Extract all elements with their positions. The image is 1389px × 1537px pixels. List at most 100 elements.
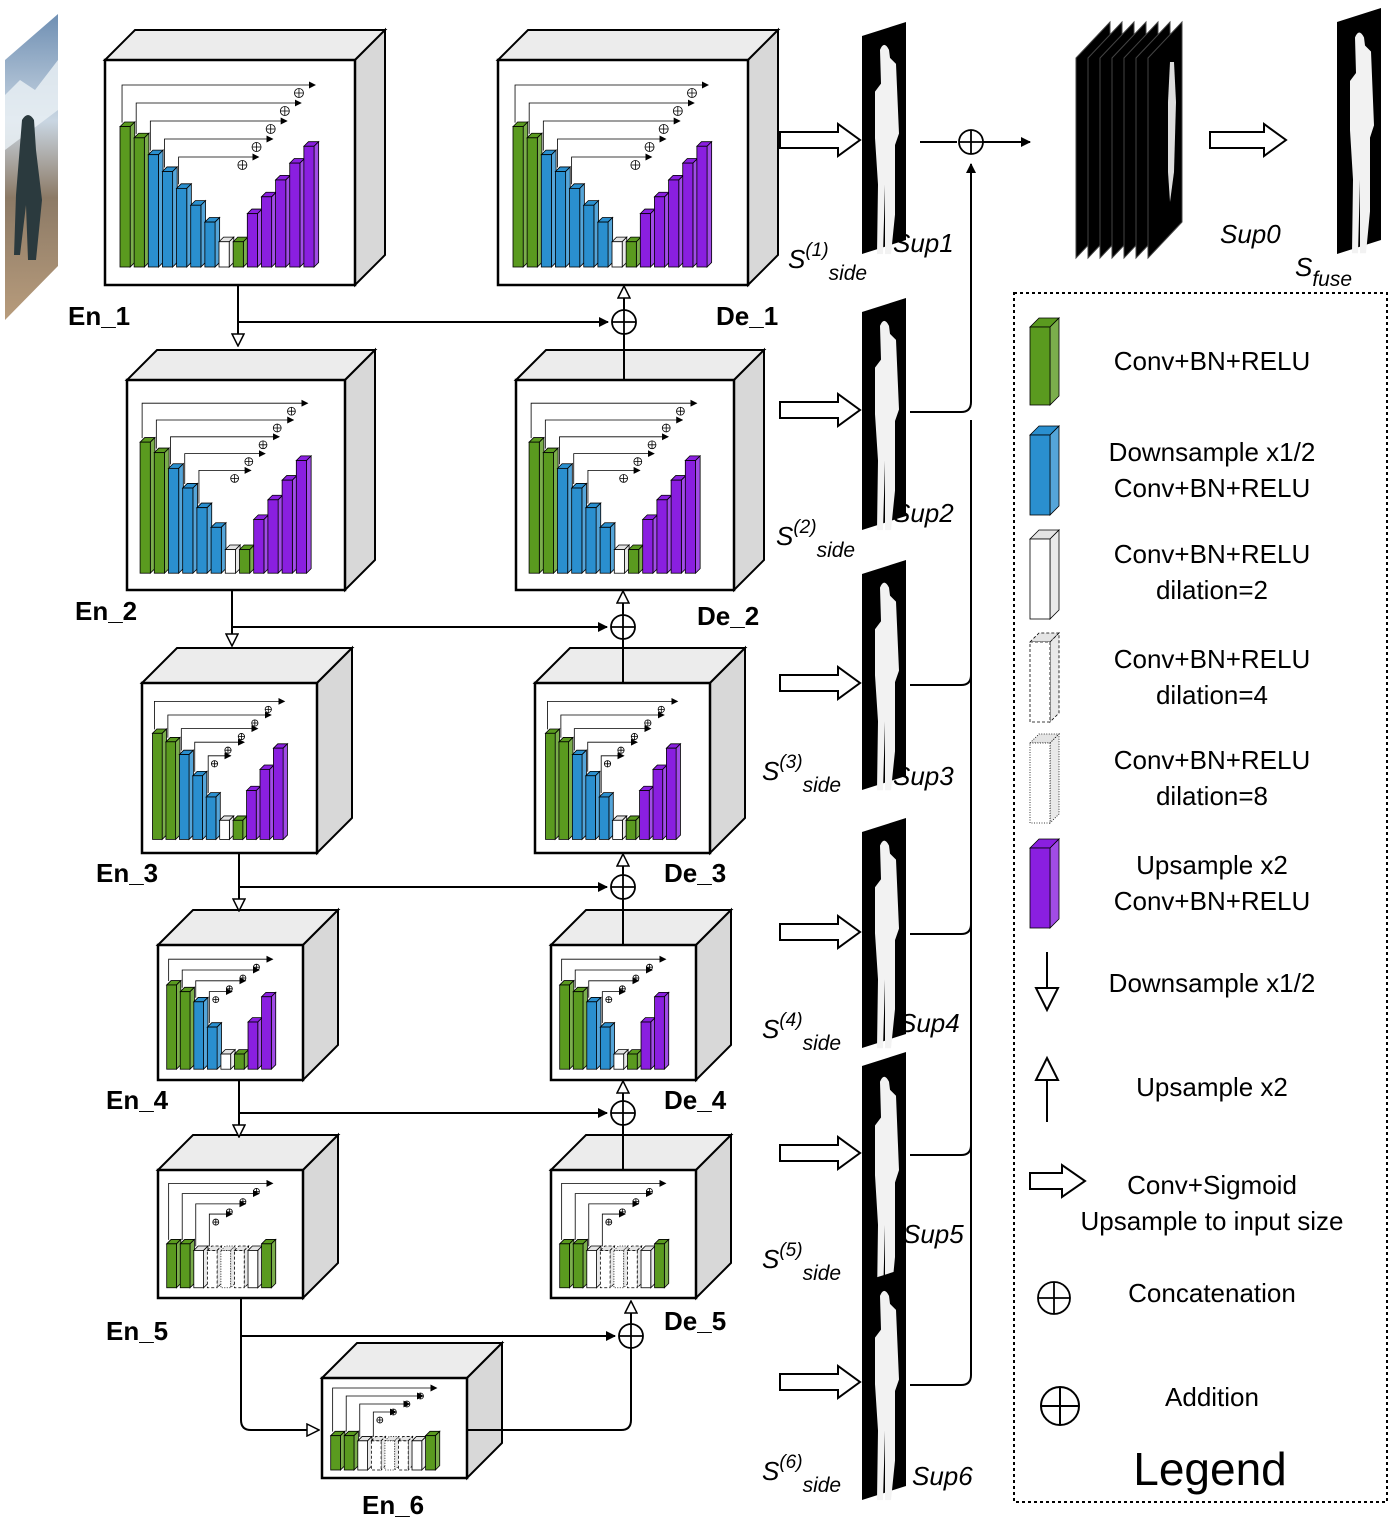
dilated-conv-block bbox=[599, 1245, 616, 1289]
legend-item-label: Upsample x2 bbox=[1136, 1072, 1288, 1102]
internal-skip-connections bbox=[332, 1384, 438, 1437]
fuse-link bbox=[910, 420, 972, 686]
conv-bn-relu-block bbox=[232, 814, 249, 841]
legend-item-label: Downsample x1/2 bbox=[1109, 968, 1316, 998]
upsample-conv-block bbox=[274, 174, 292, 268]
upsample-conv-block bbox=[302, 140, 320, 268]
internal-skip-connections bbox=[168, 1179, 274, 1247]
fuse-link bbox=[910, 420, 972, 1386]
green-block-icon bbox=[1029, 317, 1060, 406]
side-score-label: S(5)side bbox=[762, 1240, 841, 1285]
conv-bn-relu-block bbox=[512, 121, 529, 268]
white-block-icon bbox=[1029, 529, 1060, 620]
side-score-label: S(6)side bbox=[762, 1452, 841, 1497]
conv-bn-relu-block bbox=[153, 447, 171, 575]
legend-item-label: dilation=8 bbox=[1156, 781, 1268, 811]
legend-item-label: Conv+BN+RELU bbox=[1114, 539, 1311, 569]
dilated-conv-block bbox=[206, 1245, 223, 1289]
downsample-conv-block bbox=[570, 482, 588, 575]
legend-item-label: Upsample to input size bbox=[1080, 1206, 1343, 1236]
side-score-label: S(4)side bbox=[762, 1010, 841, 1055]
conv-sigmoid-arrow bbox=[779, 1364, 862, 1400]
downsample-arrow bbox=[240, 1336, 318, 1430]
downsample-conv-block bbox=[192, 996, 209, 1071]
encoder-label: En_3 bbox=[96, 858, 158, 888]
conv-bn-relu-block bbox=[164, 736, 181, 841]
concat-node bbox=[610, 1100, 636, 1126]
circle-plus-icon bbox=[1037, 1281, 1071, 1315]
downsample-conv-block bbox=[175, 182, 193, 268]
conv-bn-relu-block bbox=[165, 979, 182, 1071]
internal-skip-connections bbox=[121, 81, 316, 185]
downsample-conv-block bbox=[571, 749, 588, 841]
concat-node bbox=[611, 309, 637, 335]
conv-bn-relu-block bbox=[544, 728, 561, 841]
blue-block-icon bbox=[1029, 425, 1060, 516]
dilated-conv-block bbox=[370, 1435, 387, 1471]
dilated-conv-block bbox=[233, 1245, 250, 1289]
downsample-conv-block bbox=[181, 482, 199, 575]
upsample-conv-block bbox=[640, 1016, 657, 1071]
conv-bn-relu-block bbox=[119, 121, 136, 268]
upsample-conv-block bbox=[247, 1016, 264, 1071]
conv-sigmoid-arrow bbox=[779, 665, 862, 701]
concat-node bbox=[610, 614, 636, 640]
circle-cross-icon bbox=[1040, 1386, 1080, 1426]
downsample-conv-block bbox=[596, 216, 614, 268]
decoder-label: De_3 bbox=[664, 858, 726, 888]
legend-title: Legend bbox=[1133, 1443, 1287, 1495]
silhouette bbox=[875, 1076, 899, 1300]
legend-item-label: dilation=2 bbox=[1156, 575, 1268, 605]
downsample-conv-block bbox=[585, 996, 602, 1071]
conv-bn-relu-block bbox=[232, 236, 249, 268]
encoder-stage bbox=[124, 347, 378, 593]
conv-bn-relu-block bbox=[627, 544, 645, 575]
downsample-conv-block bbox=[598, 791, 615, 841]
sup-label: Sup5 bbox=[903, 1219, 964, 1249]
decoder-stage bbox=[513, 347, 767, 593]
hollow-right-arrow-icon bbox=[1029, 1163, 1087, 1199]
upsample-conv-block bbox=[665, 742, 682, 841]
legend-item-label: Conv+BN+RELU bbox=[1114, 745, 1311, 775]
concatenated-masks bbox=[1075, 20, 1183, 260]
downsample-conv-block bbox=[568, 182, 586, 268]
conv-bn-relu-block bbox=[625, 814, 642, 841]
downsample-conv-block bbox=[178, 749, 195, 841]
dilated-conv-block bbox=[219, 1048, 237, 1071]
downsample-conv-block bbox=[147, 149, 165, 268]
dilated-conv-block bbox=[612, 1245, 630, 1289]
downsample-conv-block bbox=[206, 1021, 223, 1071]
downsample-conv-block bbox=[195, 502, 213, 575]
legend-item-label: Conv+Sigmoid bbox=[1127, 1170, 1297, 1200]
side-score-label: S(3)side bbox=[762, 752, 841, 797]
upsample-conv-block bbox=[252, 513, 270, 575]
side-output-mask bbox=[862, 298, 906, 531]
encoder-stage bbox=[319, 1340, 505, 1481]
internal-skip-connections bbox=[561, 1179, 667, 1247]
encoder-label: En_6 bbox=[362, 1490, 424, 1520]
encoder-label: En_5 bbox=[106, 1316, 168, 1346]
side-output-mask bbox=[862, 22, 906, 255]
legend-item-label: Concatenation bbox=[1128, 1278, 1296, 1308]
upsample-conv-block bbox=[639, 208, 657, 268]
dilated-conv-block bbox=[585, 1245, 602, 1289]
downsample-conv-block bbox=[554, 165, 572, 268]
dilated-conv-block bbox=[247, 1245, 264, 1289]
decoder-label: De_1 bbox=[716, 301, 778, 331]
fused-score-label: Sfuse bbox=[1295, 252, 1352, 291]
legend-box bbox=[1013, 292, 1388, 1503]
upsample-conv-block bbox=[260, 191, 278, 268]
dilated-conv-block bbox=[626, 1245, 643, 1289]
downsample-conv-block bbox=[189, 199, 207, 268]
silhouette bbox=[1350, 32, 1374, 254]
purple-block-icon bbox=[1029, 838, 1060, 929]
sup-label: Sup6 bbox=[912, 1461, 973, 1491]
internal-skip-connections bbox=[530, 399, 698, 504]
upsample-conv-block bbox=[667, 174, 685, 268]
conv-bn-relu-block bbox=[139, 436, 156, 575]
conv-bn-relu-block bbox=[542, 447, 560, 575]
upsample-conv-block bbox=[260, 991, 277, 1071]
downsample-conv-block bbox=[203, 216, 221, 268]
upsample-conv-block bbox=[259, 764, 275, 841]
decoder-label: De_5 bbox=[664, 1306, 726, 1336]
